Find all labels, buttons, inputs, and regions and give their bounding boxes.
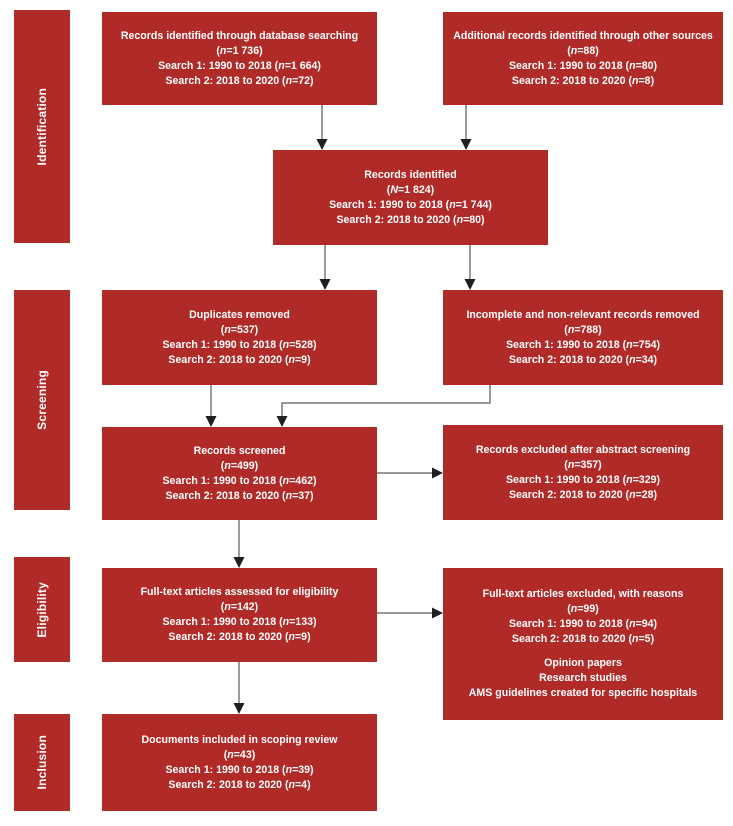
box-line: Search 1: 1990 to 2018 (n=329) <box>505 473 660 486</box>
stage-bar-identification: Identification <box>14 10 70 243</box>
exclusion-reason: AMS guidelines created for specific hosp… <box>468 687 698 699</box>
box-line: Search 2: 2018 to 2020 (n=37) <box>165 489 314 502</box>
box-line: Search 1: 1990 to 2018 (n=94) <box>508 618 658 630</box>
box-fulltext-assessed: Full-text articles assessed for eligibil… <box>102 568 377 662</box>
box-line: Records screened <box>193 444 286 457</box>
box-line: Additional records identified through ot… <box>453 29 713 42</box>
box-records-excluded-abstract: Records excluded after abstract screenin… <box>443 425 723 520</box>
stage-label-eligibility: Eligibility <box>35 581 49 638</box>
box-records-other-sources: Additional records identified through ot… <box>443 12 723 105</box>
arrow-fulltext-to-included <box>233 662 245 714</box>
exclusion-reason: Research studies <box>539 672 627 684</box>
box-line: (n=142) <box>220 601 259 613</box>
box-line: Search 1: 1990 to 2018 (n=133) <box>162 616 317 628</box>
box-line: Full-text articles assessed for eligibil… <box>140 586 339 598</box>
box-documents-included: Documents included in scoping review (n=… <box>102 714 377 811</box>
stage-label-inclusion: Inclusion <box>35 735 49 790</box>
box-line: Search 2: 2018 to 2020 (n=8) <box>511 74 655 87</box>
arrow-db-search-to-identified <box>316 105 328 150</box>
arrow-identified-to-incomplete <box>464 245 476 290</box>
box-line: (n=537) <box>220 323 259 336</box>
box-line: (n=99) <box>567 603 599 615</box>
box-line: Incomplete and non-relevant records remo… <box>466 308 700 321</box>
arrow-incomplete-to-screened <box>276 385 491 427</box>
arrow-fulltext-to-excluded <box>377 607 443 619</box>
arrow-screened-to-fulltext <box>233 520 245 568</box>
arrow-screened-to-excluded <box>377 467 443 479</box>
box-line: Search 2: 2018 to 2020 (n=34) <box>508 353 658 366</box>
box-line: Search 2: 2018 to 2020 (n=4) <box>168 778 311 791</box>
box-line: Search 1: 1990 to 2018 (n=80) <box>508 59 658 72</box>
arrow-identified-to-duplicates <box>319 245 331 290</box>
box-line: Search 2: 2018 to 2020 (n=5) <box>511 633 655 645</box>
arrow-duplicates-to-screened <box>205 385 217 427</box>
box-line: Search 1: 1990 to 2018 (n=39) <box>165 763 314 776</box>
box-line: Search 2: 2018 to 2020 (n=72) <box>165 74 314 87</box>
box-records-screened: Records screened (n=499) Search 1: 1990 … <box>102 427 377 520</box>
exclusion-reason: Opinion papers <box>544 657 622 669</box>
box-line: Records identified through database sear… <box>120 29 359 42</box>
box-line: Search 2: 2018 to 2020 (n=28) <box>508 488 658 501</box>
box-incomplete-removed: Incomplete and non-relevant records remo… <box>443 290 723 385</box>
box-fulltext-excluded: Full-text articles excluded, with reason… <box>443 568 723 720</box>
arrow-other-sources-to-identified <box>460 105 472 150</box>
box-records-identified: Records identified (N=1 824) Search 1: 1… <box>273 150 548 245</box>
stage-bar-eligibility: Eligibility <box>14 557 70 662</box>
box-line: Search 1: 1990 to 2018 (n=1 664) <box>158 59 321 72</box>
box-line: (n=788) <box>564 323 602 336</box>
box-line: Search 2: 2018 to 2020 (n=9) <box>168 353 311 366</box>
box-line: Records identified <box>364 168 457 181</box>
box-line: (n=43) <box>223 748 256 761</box>
box-line: Search 1: 1990 to 2018 (n=1 744) <box>329 198 492 211</box>
box-line: Documents included in scoping review <box>141 733 338 746</box>
stage-label-screening: Screening <box>35 370 49 430</box>
box-line: (N=1 824) <box>386 183 435 196</box>
box-line: Search 1: 1990 to 2018 (n=462) <box>162 474 317 487</box>
box-line: Search 1: 1990 to 2018 (n=754) <box>505 338 660 351</box>
box-duplicates-removed: Duplicates removed (n=537) Search 1: 199… <box>102 290 377 385</box>
box-line: (n=1 736) <box>216 44 263 57</box>
box-line: Full-text articles excluded, with reason… <box>482 588 684 600</box>
box-line: (n=357) <box>564 458 602 471</box>
box-line: (n=499) <box>220 459 259 472</box>
box-line: Search 1: 1990 to 2018 (n=528) <box>162 338 317 351</box>
box-line: Search 2: 2018 to 2020 (n=80) <box>336 213 485 226</box>
box-line: Records excluded after abstract screenin… <box>475 443 691 456</box>
box-line: Duplicates removed <box>189 308 290 321</box>
stage-bar-inclusion: Inclusion <box>14 714 70 811</box>
box-line: (n=88) <box>567 44 599 57</box>
box-line: Search 2: 2018 to 2020 (n=9) <box>168 631 311 643</box>
stage-label-identification: Identification <box>35 87 49 166</box>
stage-bar-screening: Screening <box>14 290 70 510</box>
box-records-db-search: Records identified through database sear… <box>102 12 377 105</box>
